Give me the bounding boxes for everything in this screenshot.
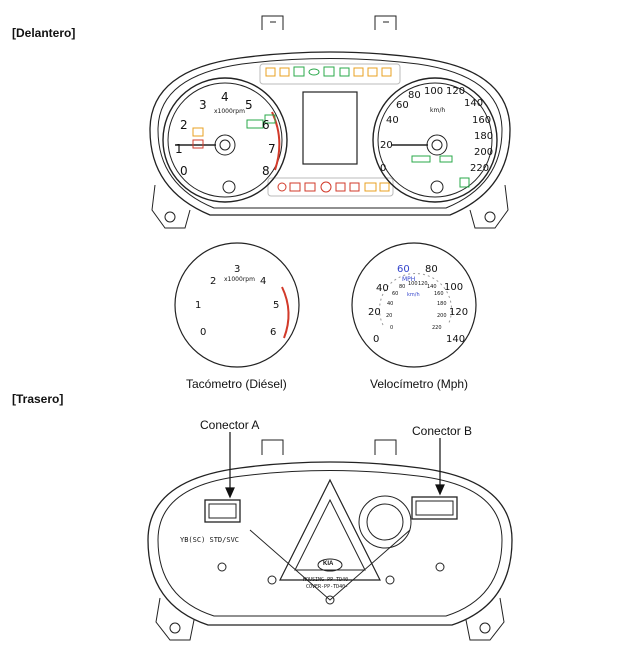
diesel-tach-tick-3: 3 [234, 264, 241, 275]
front-speedo-tick-120: 120 [446, 86, 466, 97]
front-speedo-tick-140: 140 [464, 98, 484, 109]
front-tachometer-dial [162, 77, 288, 203]
front-speedo-tick-180: 180 [474, 131, 494, 142]
front-tach-tick-5: 5 [245, 98, 253, 112]
mph-inner-tick-80: 80 [399, 284, 406, 290]
diesel-tach-tick-6: 6 [270, 327, 277, 338]
warning-lights-top [265, 66, 392, 77]
diesel-tachometer-dial [174, 242, 300, 368]
rear-part-label-1: HOUSING-PP-TD40- [303, 577, 352, 583]
mph-inner-tick-60: 60 [392, 291, 399, 297]
mph-tick-140: 140 [446, 334, 466, 345]
mph-inner-tick-140: 140 [427, 284, 437, 290]
mph-inner-unit: km/h [407, 292, 420, 298]
front-section-title: [Delantero] [12, 26, 76, 40]
mph-inner-tick-220: 220 [432, 325, 442, 331]
mph-inner-tick-120: 120 [418, 281, 428, 287]
front-speedo-tick-80: 80 [408, 90, 421, 101]
rear-logo: KIA [323, 561, 334, 567]
mph-tick-0: 0 [373, 334, 380, 345]
mph-inner-tick-100: 100 [408, 281, 418, 287]
diesel-tach-tick-5: 5 [273, 300, 280, 311]
mph-inner-tick-160: 160 [434, 291, 444, 297]
diesel-tach-tick-2: 2 [210, 276, 217, 287]
front-tach-tick-4: 4 [221, 90, 229, 104]
front-tach-tick-2: 2 [180, 118, 188, 132]
warning-lights-bottom [277, 181, 390, 193]
front-speedometer-indicators [411, 155, 470, 188]
front-speedo-tick-220: 220 [470, 163, 490, 174]
mph-tick-60: 60 [397, 264, 410, 275]
front-speedo-tick-60: 60 [396, 100, 409, 111]
mph-inner-tick-40: 40 [387, 301, 394, 307]
front-speedo-tick-0: 0 [380, 163, 387, 174]
front-tach-unit: x1000rpm [214, 108, 245, 115]
mph-tick-40: 40 [376, 283, 389, 294]
speedometer-mph-caption: Velocímetro (Mph) [370, 377, 469, 391]
front-speedometer-dial [372, 77, 498, 203]
diesel-tach-tick-1: 1 [195, 300, 202, 311]
rear-part-label-2: COVER-PP-TD40- [306, 584, 349, 590]
mph-unit: MPH [402, 276, 416, 283]
mph-inner-tick-180: 180 [437, 301, 447, 307]
mph-tick-20: 20 [368, 307, 381, 318]
front-tach-tick-8: 8 [262, 164, 270, 178]
front-cluster [149, 15, 511, 229]
mph-speedometer-dial [351, 242, 477, 368]
connector-b-label: Conector B [412, 424, 473, 438]
mph-tick-80: 80 [425, 264, 438, 275]
rear-section-title: [Trasero] [12, 392, 64, 406]
front-speedo-unit: km/h [430, 107, 446, 114]
connector-arrows [225, 432, 445, 499]
diesel-tach-tick-4: 4 [260, 276, 267, 287]
rear-cluster [147, 439, 513, 641]
front-tach-tick-3: 3 [199, 98, 207, 112]
diesel-tach-tick-0: 0 [200, 327, 207, 338]
front-tachometer-indicators [192, 114, 276, 149]
rear-model-label: YB(SC) STD/SVC [180, 536, 240, 544]
front-speedo-tick-200: 200 [474, 147, 494, 158]
tachometer-diesel-caption: Tacómetro (Diésel) [186, 377, 287, 391]
diesel-tach-unit: x1000rpm [224, 276, 255, 283]
mph-inner-tick-200: 200 [437, 313, 447, 319]
front-speedo-tick-160: 160 [472, 115, 492, 126]
front-tach-tick-1: 1 [175, 142, 183, 156]
front-speedo-tick-100: 100 [424, 86, 444, 97]
front-speedo-tick-20: 20 [380, 140, 393, 151]
connector-a-label: Conector A [200, 418, 260, 432]
mph-inner-tick-0: 0 [390, 325, 394, 331]
front-tach-tick-6: 6 [262, 118, 270, 132]
mph-tick-120: 120 [449, 307, 469, 318]
front-tach-tick-7: 7 [268, 142, 276, 156]
mph-inner-tick-20: 20 [386, 313, 393, 319]
mph-tick-100: 100 [444, 282, 464, 293]
front-speedo-tick-40: 40 [386, 115, 399, 126]
front-tach-tick-0: 0 [180, 164, 188, 178]
